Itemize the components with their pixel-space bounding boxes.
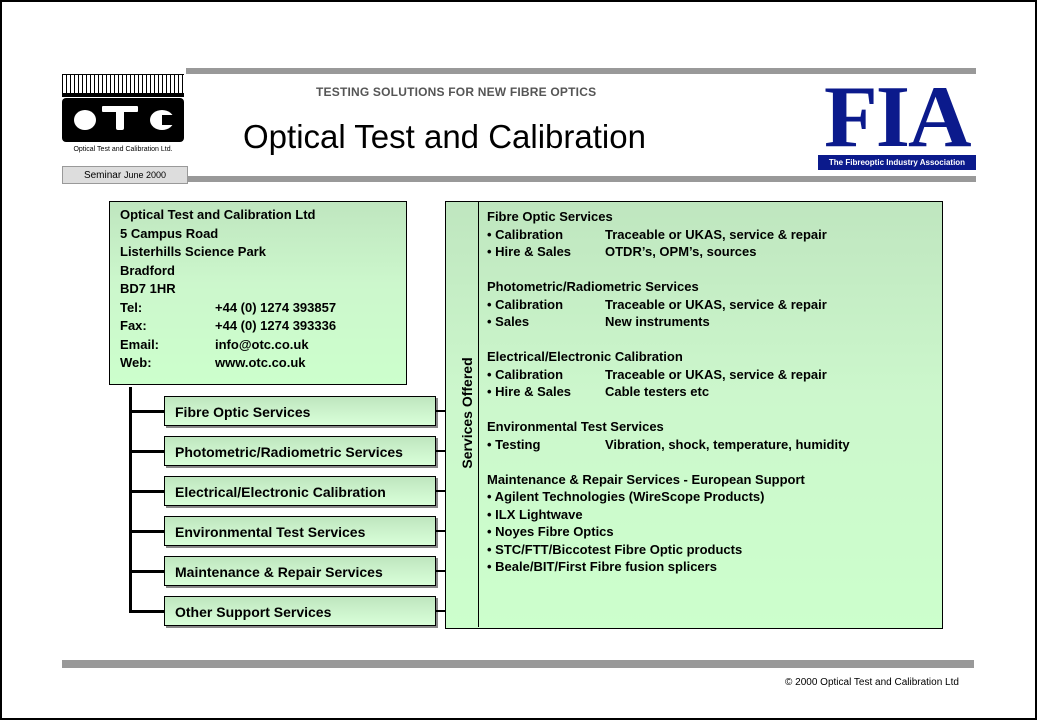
service-desc: Traceable or UKAS, service & repair bbox=[605, 366, 827, 382]
address-box: Optical Test and Calibration Ltd 5 Campu… bbox=[109, 201, 407, 385]
address-line: Bradford bbox=[120, 262, 175, 278]
top-divider bbox=[186, 68, 976, 74]
service-type: • Calibration bbox=[487, 366, 564, 382]
contact-label: Fax: bbox=[120, 318, 147, 333]
service-type: • Calibration bbox=[487, 296, 564, 312]
section-heading: Fibre Optic Services bbox=[487, 209, 613, 224]
tree-branch bbox=[129, 610, 165, 613]
otc-caption: Optical Test and Calibration Ltd. bbox=[73, 146, 173, 153]
fia-letters: FIA bbox=[824, 69, 972, 166]
service-desc: Cable testers etc bbox=[605, 384, 710, 399]
service-desc: Vibration, shock, temperature, humidity bbox=[605, 436, 850, 452]
seminar-text: Seminar bbox=[83, 170, 122, 181]
connector bbox=[436, 530, 446, 532]
service-desc: Traceable or UKAS, service & repair bbox=[605, 296, 827, 312]
address-line: BD7 1HR bbox=[120, 281, 176, 296]
footer-divider bbox=[62, 660, 974, 668]
service-row: • Sales New instruments bbox=[487, 313, 850, 331]
tree-branch bbox=[129, 410, 165, 413]
header-divider bbox=[186, 176, 976, 182]
service-button-electrical[interactable]: Electrical/Electronic Calibration bbox=[164, 476, 436, 506]
service-row: • Calibration Traceable or UKAS, service … bbox=[487, 296, 850, 314]
contact-value[interactable]: info@otc.co.uk bbox=[215, 336, 309, 352]
connector bbox=[436, 570, 446, 572]
seminar-date: June 2000 bbox=[123, 170, 167, 180]
service-type: • Calibration bbox=[487, 226, 564, 242]
contact-tel: Tel: +44 (0) 1274 393857 bbox=[120, 299, 406, 318]
service-row: • Calibration Traceable or UKAS, service … bbox=[487, 226, 850, 244]
contact-value[interactable]: www.otc.co.uk bbox=[215, 355, 306, 370]
service-type: • Hire & Sales bbox=[487, 244, 572, 259]
services-offered-label: Services Offered bbox=[459, 357, 475, 469]
fia-caption: The Fibreoptic Industry Association bbox=[818, 155, 976, 170]
ruler-graphic bbox=[62, 74, 184, 97]
connector bbox=[436, 610, 446, 612]
section-heading: Environmental Test Services bbox=[487, 419, 664, 434]
tree-branch bbox=[129, 490, 165, 493]
tree-trunk bbox=[129, 387, 132, 613]
support-item: • ILX Lightwave bbox=[487, 506, 583, 522]
contact-label: Tel: bbox=[120, 299, 143, 315]
services-panel bbox=[445, 201, 943, 629]
service-row: • Calibration Traceable or UKAS, service … bbox=[487, 366, 850, 384]
support-item: • STC/FTT/Biccotest Fibre Optic products bbox=[487, 541, 743, 557]
service-desc: OTDR’s, OPM’s, sources bbox=[605, 244, 757, 259]
support-item: • Noyes Fibre Optics bbox=[487, 524, 614, 539]
address-line: Listerhills Science Park bbox=[120, 244, 266, 259]
section-heading: Electrical/Electronic Calibration bbox=[487, 349, 683, 364]
contact-fax: Fax: +44 (0) 1274 393336 bbox=[120, 317, 406, 336]
service-type: • Sales bbox=[487, 314, 530, 329]
tree-branch bbox=[129, 570, 165, 573]
connector bbox=[436, 410, 446, 412]
services-tab bbox=[445, 201, 479, 627]
service-button-fibre-optic[interactable]: Fibre Optic Services bbox=[164, 396, 436, 426]
tree-branch bbox=[129, 530, 165, 533]
seminar-label: Seminar June 2000 bbox=[62, 166, 188, 184]
contact-label: Web: bbox=[120, 355, 152, 370]
address-line: Optical Test and Calibration Ltd bbox=[120, 207, 316, 222]
connector bbox=[436, 490, 446, 492]
tree-branch bbox=[129, 450, 165, 453]
service-row: • Testing Vibration, shock, temperature, … bbox=[487, 436, 850, 454]
service-button-environmental[interactable]: Environmental Test Services bbox=[164, 516, 436, 546]
support-item: • Agilent Technologies (WireScope Produc… bbox=[487, 489, 765, 504]
copyright: © 2000 Optical Test and Calibration Ltd bbox=[785, 677, 959, 688]
contact-email: Email: info@otc.co.uk bbox=[120, 336, 406, 355]
contact-label: Email: bbox=[120, 336, 160, 352]
service-type: • Hire & Sales bbox=[487, 384, 572, 399]
support-item: • Beale/BIT/First Fibre fusion splicers bbox=[487, 559, 717, 574]
service-button-photometric[interactable]: Photometric/Radiometric Services bbox=[164, 436, 436, 466]
section-heading: Maintenance & Repair Services - European… bbox=[487, 471, 805, 487]
service-type: • Testing bbox=[487, 436, 541, 452]
service-row: • Hire & Sales OTDR’s, OPM’s, sources bbox=[487, 243, 850, 261]
service-button-other[interactable]: Other Support Services bbox=[164, 596, 436, 626]
contact-value: +44 (0) 1274 393336 bbox=[215, 318, 337, 333]
otc-logo: Optical Test and Calibration Ltd. bbox=[62, 74, 184, 166]
address-line: 5 Campus Road bbox=[120, 225, 219, 241]
service-desc: Traceable or UKAS, service & repair bbox=[605, 226, 827, 242]
slide-title: Optical Test and Calibration bbox=[243, 118, 646, 155]
otc-logo-letters bbox=[62, 98, 184, 142]
service-desc: New instruments bbox=[605, 314, 710, 329]
slide-subtitle: TESTING SOLUTIONS FOR NEW FIBRE OPTICS bbox=[316, 85, 597, 99]
service-button-maintenance[interactable]: Maintenance & Repair Services bbox=[164, 556, 436, 586]
connector bbox=[436, 450, 446, 452]
fia-logo: FIA The Fibreoptic Industry Association bbox=[818, 74, 976, 172]
contact-web: Web: www.otc.co.uk bbox=[120, 354, 406, 373]
service-row: • Hire & Sales Cable testers etc bbox=[487, 383, 850, 401]
contact-value: +44 (0) 1274 393857 bbox=[215, 299, 337, 315]
section-heading: Photometric/Radiometric Services bbox=[487, 279, 699, 294]
